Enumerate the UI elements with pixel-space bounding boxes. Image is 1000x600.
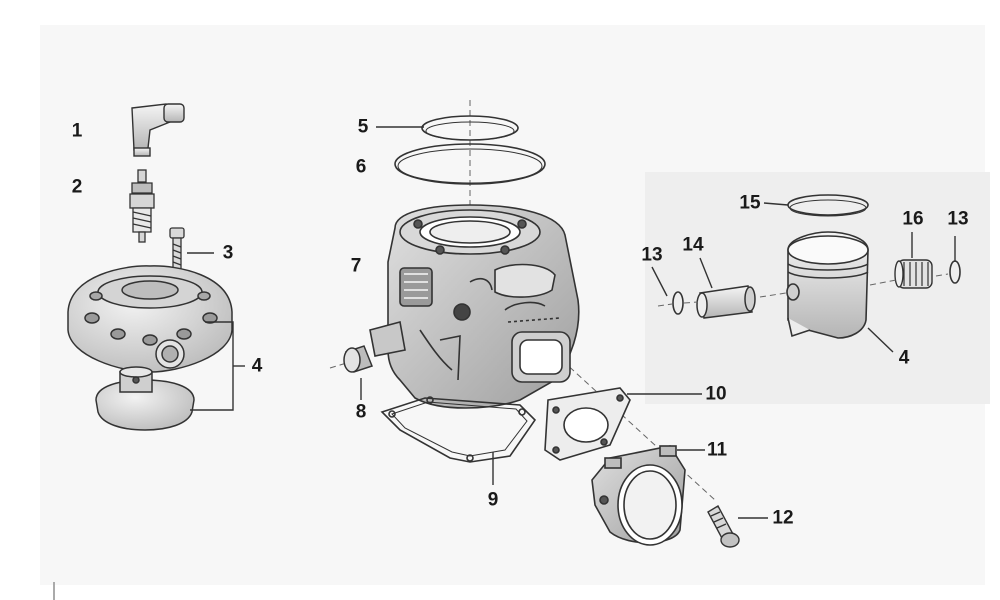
leader-lines: [187, 126, 956, 519]
needle-bearing: [894, 259, 933, 289]
callout-16: 16: [902, 208, 924, 230]
callout-2: 2: [71, 176, 83, 198]
seal-ring-lower: [394, 143, 546, 185]
callout-15: 15: [739, 192, 761, 214]
callout-3: 3: [222, 242, 234, 264]
callout-13-left: 13: [641, 244, 663, 266]
piston-pin: [696, 285, 756, 319]
piston: [786, 231, 869, 339]
drain-plug: [343, 345, 373, 373]
callout-1: 1: [71, 120, 83, 142]
callout-4-head: 4: [251, 355, 263, 377]
combustion-insert: [95, 366, 195, 431]
callout-6: 6: [355, 156, 367, 178]
callout-8: 8: [355, 401, 367, 423]
exhaust-manifold: [591, 445, 686, 546]
spark-plug-cap: [131, 103, 185, 157]
circlip-left: [672, 291, 684, 315]
manifold-bolt: [707, 505, 740, 548]
seal-ring-upper: [421, 115, 519, 141]
centre-axis: [329, 100, 716, 501]
exhaust-gasket: [544, 387, 631, 461]
spark-plug: [129, 169, 155, 243]
callout-7: 7: [350, 255, 362, 277]
cylinder-head: [67, 265, 233, 373]
head-screw: [169, 227, 185, 271]
base-gasket: [380, 396, 537, 463]
pin-axis: [657, 273, 949, 307]
callout-13-right: 13: [947, 208, 969, 230]
callout-14: 14: [682, 234, 704, 256]
callout-11: 11: [706, 439, 728, 461]
callout-9: 9: [487, 489, 499, 511]
callout-5: 5: [357, 116, 369, 138]
callout-4-piston: 4: [898, 347, 910, 369]
cylinder: [369, 204, 580, 409]
callout-10: 10: [705, 383, 727, 405]
callout-12: 12: [772, 507, 794, 529]
